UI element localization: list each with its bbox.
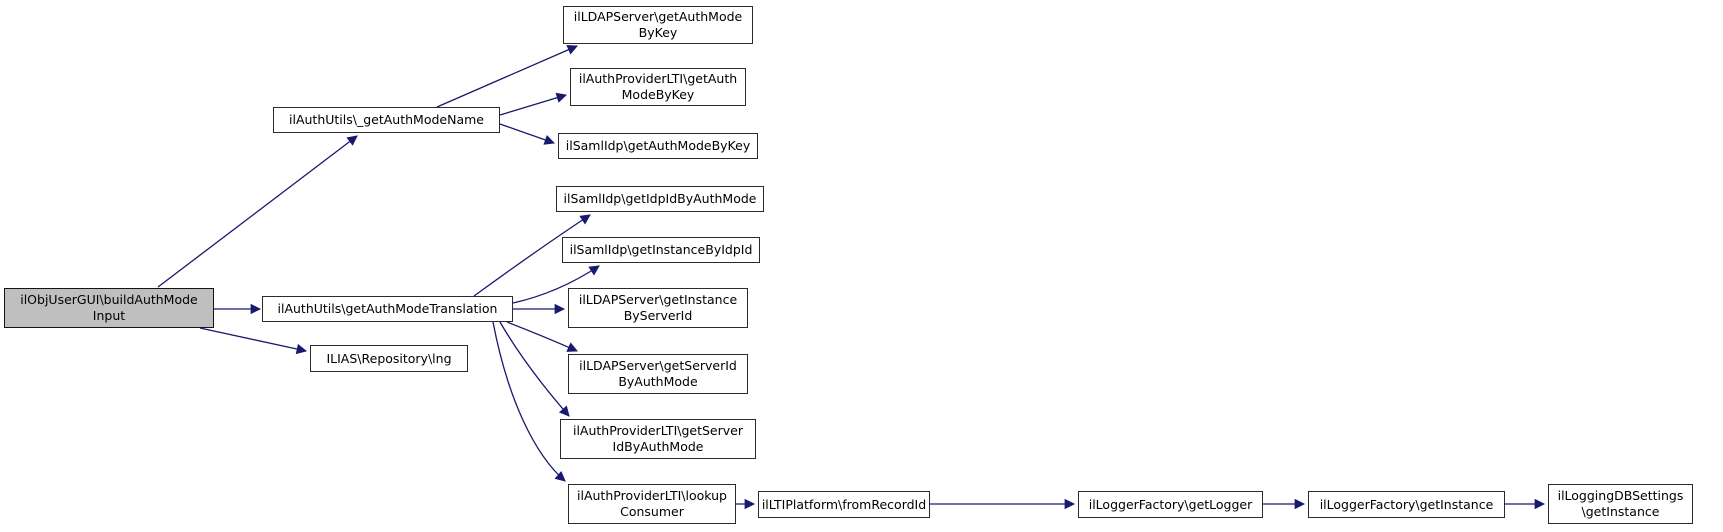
node-label: ilLoggerFactory\getInstance	[1319, 496, 1494, 512]
edge-root-to-getauthmodename	[157, 135, 358, 288]
edge-translation-to-lti-getserveridbyauthmode	[499, 321, 570, 417]
node-label: ilSamlIdp\getAuthModeByKey	[565, 138, 751, 153]
edge-name-to-lti-getauthmodebykey	[499, 92, 567, 116]
edge-root-to-lng	[199, 327, 308, 355]
graph-node-saml-getauthmodebykey[interactable]: ilSamlIdp\getAuthModeByKey	[558, 133, 758, 159]
node-label: ilObjUserGUI\buildAuthMode Input	[20, 292, 198, 323]
node-label: ilAuthProviderLTI\getAuth ModeByKey	[578, 71, 738, 102]
graph-node-repository-lng[interactable]: ILIAS\Repository\lng	[310, 345, 468, 372]
node-label: ilAuthProviderLTI\lookup Consumer	[577, 488, 727, 519]
node-label: ilAuthUtils\_getAuthModeName	[289, 112, 484, 127]
graph-node-lti-getauthmodebykey[interactable]: ilAuthProviderLTI\getAuth ModeByKey	[570, 68, 746, 106]
edge-translation-to-lti-lookupconsumer	[492, 321, 566, 482]
node-label: ilLoggerFactory\getLogger	[1088, 496, 1253, 512]
edge-translation-to-saml-getinstancebyidpid	[512, 265, 600, 304]
edge-translation-to-saml-getidpid	[473, 214, 591, 297]
node-label: ilLDAPServer\getInstance ByServerId	[578, 292, 738, 323]
graph-node-loggerfactory-getinstance[interactable]: ilLoggerFactory\getInstance	[1308, 491, 1505, 518]
graph-node-loggerfactory-getlogger[interactable]: ilLoggerFactory\getLogger	[1078, 491, 1263, 518]
graph-node-ldap-getserveridbyauthmode[interactable]: ilLDAPServer\getServerId ByAuthMode	[568, 354, 748, 394]
node-label: ilLTIPlatform\fromRecordId	[761, 496, 927, 512]
edge-name-to-saml-getauthmodebykey	[499, 123, 555, 145]
node-label: ilLDAPServer\getServerId ByAuthMode	[579, 358, 737, 389]
graph-node-loggingdbsettings-getinstance[interactable]: ilLoggingDBSettings \getInstance	[1548, 484, 1693, 524]
graph-node-getauthmodename[interactable]: ilAuthUtils\_getAuthModeName	[273, 107, 500, 133]
node-label: ilSamlIdp\getIdpIdByAuthMode	[563, 191, 757, 206]
node-label: ilLoggingDBSettings \getInstance	[1557, 488, 1684, 519]
graph-node-root-buildauthmodeinput[interactable]: ilObjUserGUI\buildAuthMode Input	[4, 288, 214, 328]
node-label: ilSamlIdp\getInstanceByIdpId	[569, 242, 753, 257]
graph-node-ltiplatform-fromrecordid[interactable]: ilLTIPlatform\fromRecordId	[758, 491, 930, 518]
node-label: ilLDAPServer\getAuthMode ByKey	[573, 9, 743, 40]
graph-node-ldap-getauthmodebykey[interactable]: ilLDAPServer\getAuthMode ByKey	[563, 6, 753, 44]
graph-node-lti-lookupconsumer[interactable]: ilAuthProviderLTI\lookup Consumer	[568, 484, 736, 524]
graph-node-lti-getserveridbyauthmode[interactable]: ilAuthProviderLTI\getServer IdByAuthMode	[560, 419, 756, 459]
graph-node-saml-getinstancebyidpid[interactable]: ilSamlIdp\getInstanceByIdpId	[562, 237, 760, 263]
edge-translation-to-ldap-getserveridbyauthmode	[506, 321, 578, 352]
graph-node-saml-getidpidbyauthmode[interactable]: ilSamlIdp\getIdpIdByAuthMode	[556, 186, 764, 212]
node-label: ILIAS\Repository\lng	[326, 350, 452, 366]
graph-node-ldap-getinstancebyserverid[interactable]: ilLDAPServer\getInstance ByServerId	[568, 288, 748, 328]
node-label: ilAuthProviderLTI\getServer IdByAuthMode	[572, 423, 743, 454]
edge-name-to-ldap-getauthmodebykey	[436, 44, 578, 108]
node-label: ilAuthUtils\getAuthModeTranslation	[277, 301, 498, 316]
graph-node-getauthmodetranslation[interactable]: ilAuthUtils\getAuthModeTranslation	[262, 296, 513, 322]
